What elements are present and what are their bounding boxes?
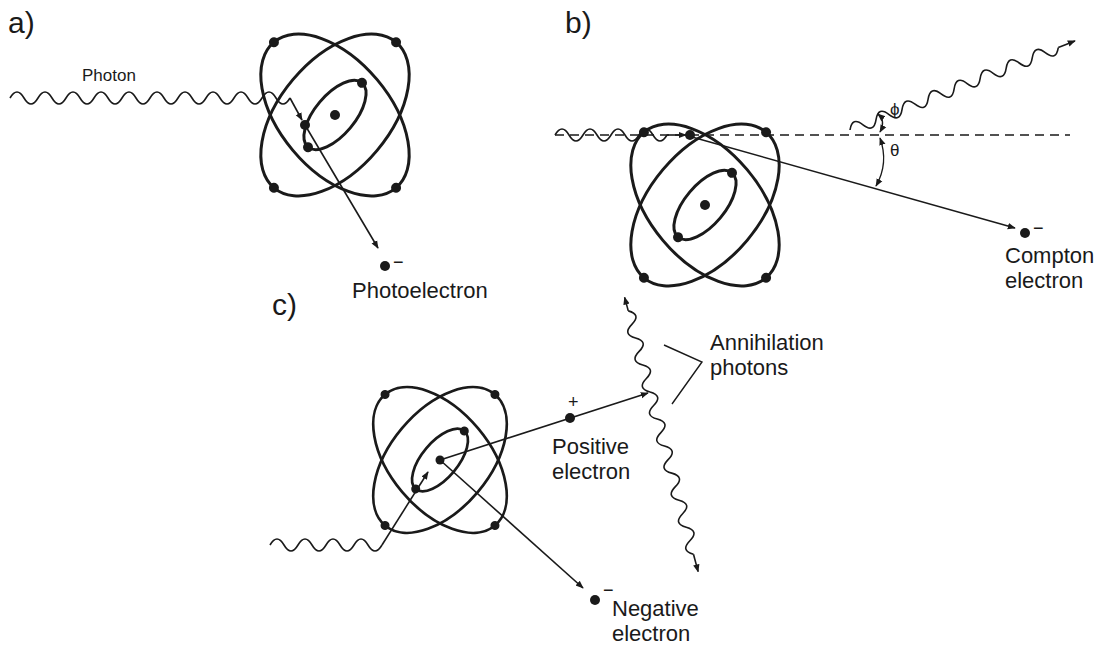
photoelectron-dot <box>380 261 390 271</box>
photon-wave <box>10 92 290 104</box>
panel-letter: c) <box>272 288 297 323</box>
negative-electron-dot <box>590 595 600 605</box>
positron-dot <box>565 413 575 423</box>
incident-photon-wave <box>555 129 667 141</box>
particle-label: Negative electron <box>612 596 717 647</box>
compton-electron-path <box>692 137 1015 228</box>
particle-label: Compton electron <box>1005 243 1105 294</box>
charge-sign: + <box>568 392 579 413</box>
angle-symbol: θ <box>890 141 899 161</box>
particle-label: Annihilation photons <box>710 330 845 381</box>
angle-arc-phi <box>878 114 883 132</box>
panel-letter: b) <box>565 6 592 41</box>
compton-electron-dot <box>1020 228 1030 238</box>
particle-label: Photoelectron <box>352 278 488 303</box>
particle-label: Photon <box>82 66 136 86</box>
incident-photon-wave <box>270 539 382 551</box>
charge-sign: − <box>1033 218 1044 239</box>
compton-target-dot <box>685 130 695 140</box>
incident-arrow <box>667 134 686 136</box>
bracket <box>664 345 702 404</box>
atom-a <box>229 3 442 227</box>
panel-letter: a) <box>8 6 35 41</box>
annihilation-photon-up <box>619 296 656 394</box>
incident-arrow <box>382 472 428 545</box>
charge-sign: − <box>393 252 404 273</box>
charge-sign: − <box>603 580 614 601</box>
scattered-photon <box>848 35 1077 135</box>
atom-b <box>599 93 812 317</box>
particle-label: Positive electron <box>552 434 647 485</box>
photoelectron-path <box>305 125 378 248</box>
annihilation-photon-down <box>644 390 704 573</box>
angle-symbol: ϕ <box>890 100 900 120</box>
angle-arc-theta <box>876 138 884 186</box>
photon-arrow <box>290 98 302 120</box>
incident-direction <box>555 134 1070 135</box>
